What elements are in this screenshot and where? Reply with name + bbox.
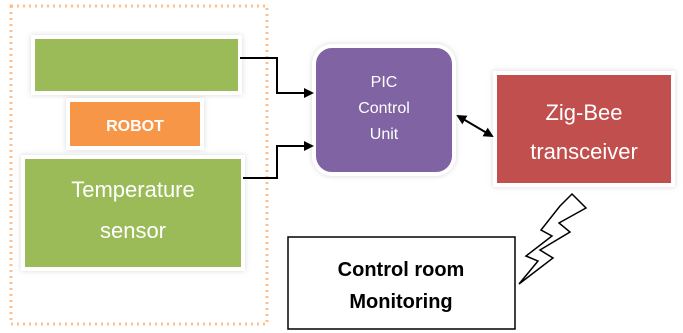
pic-control-unit-rect — [312, 44, 456, 176]
zigbee-transceiver-line-1: Zig-Bee — [545, 100, 622, 125]
pic-control-unit-line-1: PIC — [371, 74, 398, 91]
connector-pic-zigbee — [456, 114, 494, 138]
top-green-box — [31, 35, 242, 95]
robot-box-rect — [66, 98, 204, 150]
connector-top-box-to-pic — [240, 57, 314, 98]
temperature-sensor-rect — [21, 155, 245, 271]
connector-sensor-to-pic — [243, 141, 314, 179]
zigbee-transceiver-line-2: transceiver — [530, 139, 638, 164]
wireless-lightning-icon — [518, 192, 588, 285]
robot-label: ROBOT — [106, 118, 164, 135]
zigbee-transceiver-rect — [493, 71, 675, 187]
temperature-sensor-line-1: Temperature — [71, 177, 195, 202]
control-room-box: Control room Monitoring — [287, 236, 516, 330]
pic-control-unit-box: PIC Control Unit — [312, 44, 456, 176]
pic-control-unit-line-3: Unit — [370, 126, 399, 143]
temperature-sensor-line-2: sensor — [100, 218, 166, 243]
control-room-rect — [287, 236, 516, 330]
zigbee-transceiver-box: Zig-Bee transceiver — [493, 71, 675, 187]
control-room-line-1: Control room — [338, 259, 465, 281]
temperature-sensor-box: Temperature sensor — [21, 155, 245, 271]
control-room-line-2: Monitoring — [349, 291, 452, 313]
robot-box: ROBOT — [66, 98, 204, 150]
robot-group-border — [9, 4, 269, 326]
pic-control-unit-line-2: Control — [358, 100, 410, 117]
